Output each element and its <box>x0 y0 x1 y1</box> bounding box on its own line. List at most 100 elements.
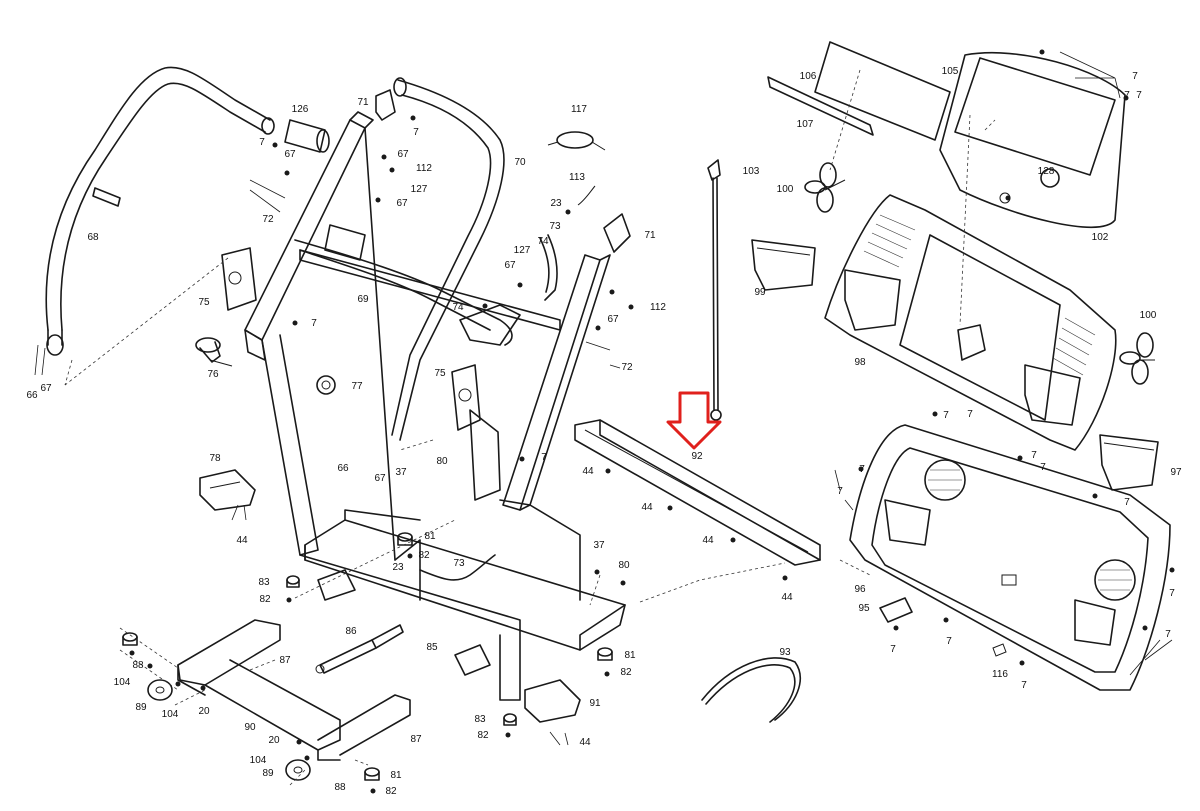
callout-label: 7 <box>1169 588 1175 599</box>
console-base-part-98 <box>824 194 1117 451</box>
callout-label: 82 <box>259 594 271 605</box>
callout-label: 23 <box>550 198 562 209</box>
leveling-foot-part-81-b <box>397 532 413 546</box>
bracket-part-78-edge <box>209 481 241 489</box>
callout-label: 67 <box>397 149 409 160</box>
callout-label: 7 <box>1136 90 1142 101</box>
foot-part-83-b <box>503 713 517 726</box>
callout-label: 90 <box>244 722 256 733</box>
left-handrail-part-68 <box>45 66 275 356</box>
callout-label: 82 <box>418 550 430 561</box>
console-overlay-part-105 <box>954 57 1116 176</box>
callout-label: 7 <box>859 464 865 475</box>
base-frame <box>299 499 626 701</box>
callout-label: 92 <box>691 451 703 462</box>
callout-label: 7 <box>1132 71 1138 82</box>
callout-label: 103 <box>743 166 760 177</box>
callout-label: 104 <box>162 709 179 720</box>
callout-label: 20 <box>198 706 210 717</box>
handgrip-part-126 <box>284 119 330 153</box>
trim-strip-part-107 <box>767 76 874 136</box>
callout-label: 89 <box>262 768 274 779</box>
callout-label: 91 <box>589 698 601 709</box>
callout-label: 7 <box>413 127 419 138</box>
callout-label: 66 <box>337 463 349 474</box>
callout-label: 95 <box>858 603 870 614</box>
crossbar-part-69 <box>294 224 521 346</box>
callout-label: 20 <box>268 735 280 746</box>
callout-label: 85 <box>426 642 438 653</box>
callout-label: 72 <box>262 214 274 225</box>
callout-label: 7 <box>1031 450 1037 461</box>
callout-label: 7 <box>541 452 547 463</box>
callout-label: 44 <box>702 535 714 546</box>
cable-part-93-b <box>705 664 796 723</box>
callout-labels: 1267677268717671121276770117113237374127… <box>26 66 1182 797</box>
callout-label: 82 <box>477 730 489 741</box>
callout-label: 76 <box>207 369 219 380</box>
wire-harness-part-73-lower <box>419 554 496 581</box>
callout-label: 44 <box>579 737 591 748</box>
callout-label: 7 <box>890 644 896 655</box>
accessory-tray-part-99 <box>751 239 816 291</box>
upright-cover-hole <box>228 271 242 285</box>
bushing-part-77 <box>316 375 336 395</box>
callout-label: 69 <box>357 294 369 305</box>
callout-label: 81 <box>390 770 402 781</box>
accessory-tray-part-97 <box>1099 434 1159 491</box>
callout-label: 81 <box>424 531 436 542</box>
wire-harness-part-73-upper <box>544 234 558 301</box>
button-panel-part-95 <box>879 597 913 623</box>
wire-part-117 <box>547 131 606 151</box>
callout-label: 7 <box>967 409 973 420</box>
callout-label: 87 <box>279 655 291 666</box>
upright-frame <box>244 111 611 561</box>
callout-label: 104 <box>250 755 267 766</box>
callout-label: 128 <box>1038 166 1055 177</box>
callout-label: 75 <box>198 297 210 308</box>
leveling-foot-part-81-c <box>597 647 613 661</box>
callout-label: 127 <box>514 245 531 256</box>
highlight-arrow-icon <box>666 391 722 450</box>
display-board-part-106 <box>814 41 951 141</box>
accessory-tray-98-left <box>844 269 901 331</box>
callout-label: 44 <box>236 535 248 546</box>
bracket-part-91 <box>524 679 581 723</box>
wire-part-103 <box>707 159 722 421</box>
console-front-part-102 <box>939 51 1126 228</box>
knob-part-76 <box>195 337 233 367</box>
callout-label: 116 <box>992 669 1008 680</box>
right-handrail-part-70 <box>391 77 505 441</box>
callout-label: 7 <box>837 486 843 497</box>
callout-label: 7 <box>946 636 952 647</box>
callout-label: 44 <box>641 502 653 513</box>
callout-label: 127 <box>411 184 428 195</box>
clip-part-71-left <box>375 89 396 121</box>
callout-label: 67 <box>504 260 516 271</box>
callout-label: 7 <box>1165 629 1171 640</box>
callout-label: 87 <box>410 734 422 745</box>
part-116 <box>992 643 1007 657</box>
callout-label: 37 <box>395 467 407 478</box>
callout-label: 37 <box>593 540 605 551</box>
callout-label: 7 <box>1021 680 1027 691</box>
fan-part-100-upper <box>804 162 846 213</box>
clip-part-71-right <box>603 213 631 253</box>
callout-label: 113 <box>569 172 585 183</box>
rear-base-part-90 <box>177 619 411 761</box>
callout-label: 105 <box>942 66 959 77</box>
callout-label: 80 <box>618 560 630 571</box>
callout-label: 82 <box>385 786 397 797</box>
wheel-part-89-front <box>147 679 173 701</box>
callout-label: 67 <box>374 473 386 484</box>
callout-label: 100 <box>777 184 794 195</box>
callout-label: 7 <box>259 137 265 148</box>
callout-label: 81 <box>624 650 636 661</box>
leveling-foot-part-81-d <box>364 767 380 781</box>
wire-harness-part-73-upper-b <box>539 237 550 293</box>
callout-label: 83 <box>258 577 270 588</box>
callout-label: 7 <box>1124 90 1130 101</box>
callout-label: 7 <box>1040 462 1046 473</box>
foot-part-83 <box>286 575 300 588</box>
callout-label: 107 <box>797 119 814 130</box>
